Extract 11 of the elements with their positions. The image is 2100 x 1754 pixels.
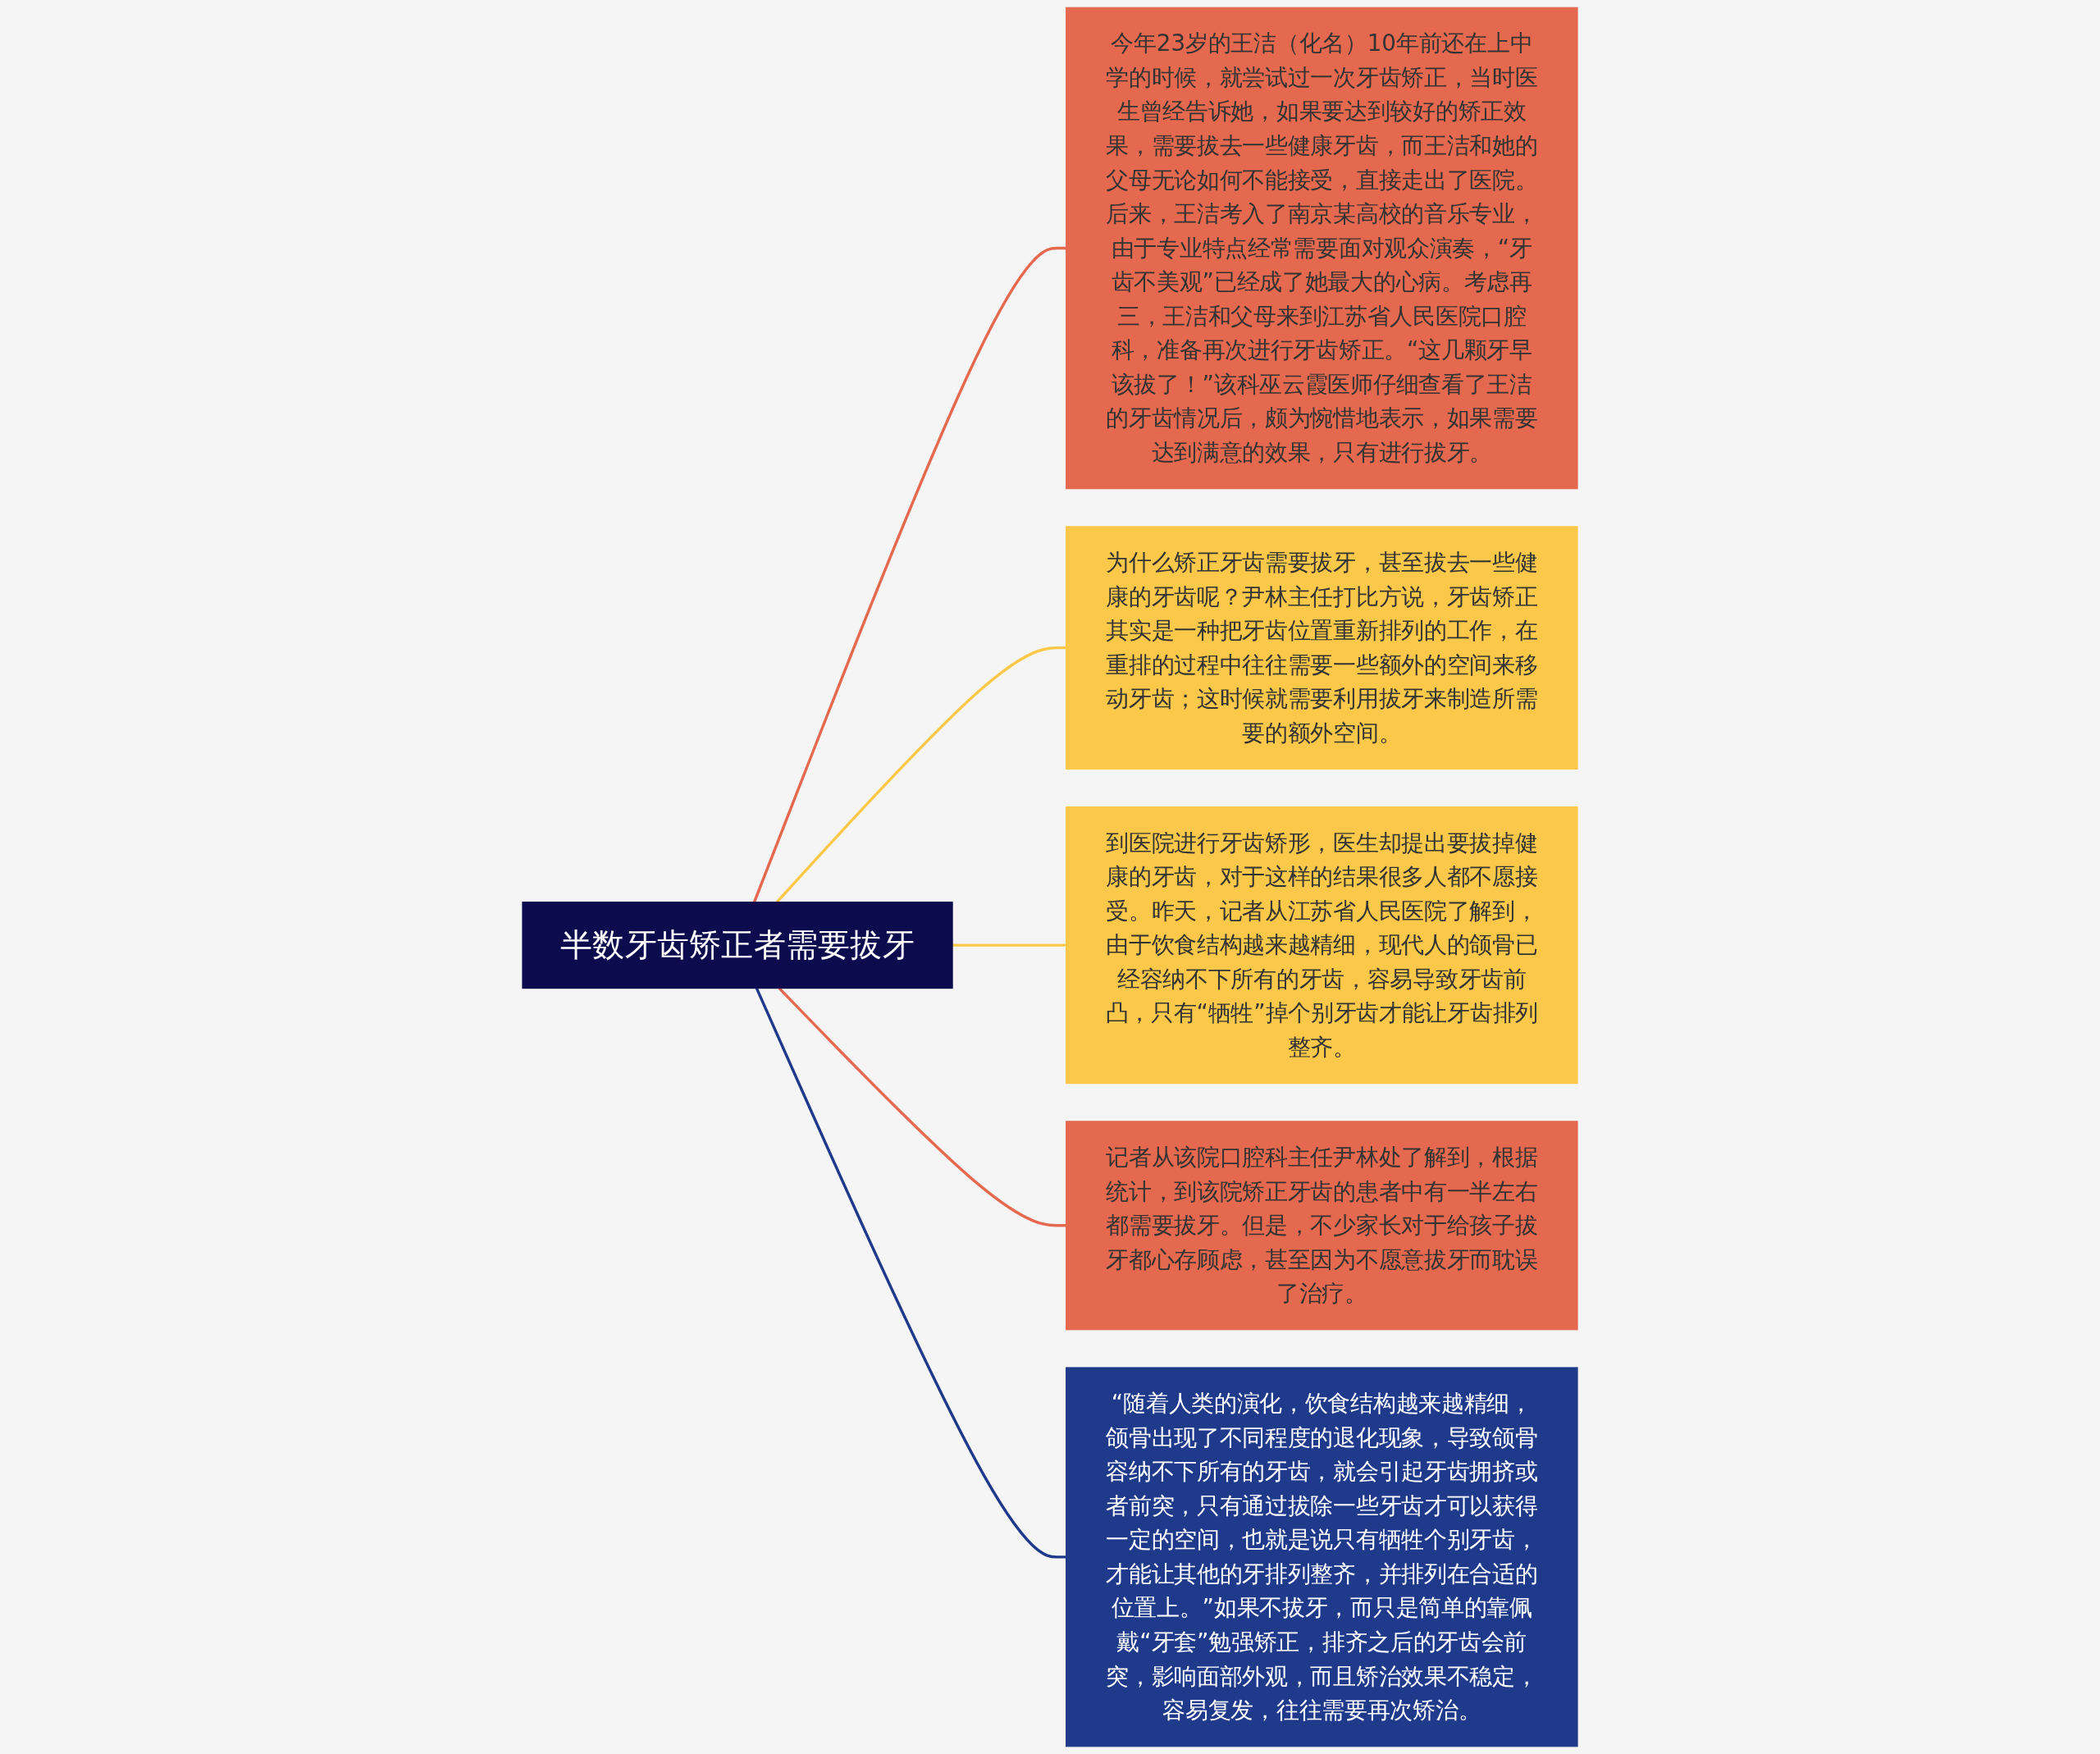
connector (778, 987, 1066, 1227)
node-box: 半数牙齿矫正者需要拔牙 (522, 902, 953, 989)
connector (775, 646, 1066, 903)
node-box: “随着人类的演化，饮食结构越来越精细，颌骨出现了不同程度的退化现象，导致颌骨容纳不下所有的牙齿，就会引起牙齿拥挤或者前突，只有通过拔除一些牙齿才可以获得一定的空间，也就是说只有牺牲个别牙齿，才能让其他的牙排列整齐，并排列在合适的位置上。”如果不拔牙，而只是简单的靠佩戴“牙套”勉强矫正，排齐之后的牙齿会前突，影响面部外观，而且矫治效果不稳定，容易复发，往往需要再次矫治。 (1066, 1367, 1578, 1747)
connector (952, 943, 1066, 947)
node-box: 到医院进行牙齿矫形，医生却提出要拔掉健康的牙齿，对于这样的结果很多人都不愿接受。昨天，记者从江苏省人民医院了解到，由于饮食结构越来越精细，现代人的颌骨已经容纳不下所有的牙齿，容易导致牙齿前凸，只有“牺牲”掉个别牙齿才能让牙齿排列整齐。 (1066, 806, 1578, 1085)
node-box: 记者从该院口腔科主任尹林处了解到，根据统计，到该院矫正牙齿的患者中有一半左右都需要拔牙。但是，不少家长对于给孩子拔牙都心存顾虑，甚至因为不愿意拔牙而耽误了治疗。 (1066, 1121, 1578, 1331)
node-box: 今年23岁的王洁（化名）10年前还在上中学的时候，就尝试过一次牙齿矫正，当时医生曾经告诉她，如果要达到较好的矫正效果，需要拔去一些健康牙齿，而王洁和她的父母无论如何不能接受，直接走出了医院。后来，王洁考入了南京某高校的音乐专业，由于专业特点经常需要面对观众演奏，“牙齿不美观”已经成了她最大的心病。考虑再三，王洁和父母来到江苏省人民医院口腔科，准备再次进行牙齿矫正。“这几颗牙早该拔了！”该科巫云霞医师仔细查看了王洁的牙齿情况后，颇为惋惜地表示，如果需要达到满意的效果，只有进行拔牙。 (1066, 7, 1578, 490)
connector (755, 987, 1066, 1559)
node-box: 为什么矫正牙齿需要拔牙，甚至拔去一些健康的牙齿呢？尹林主任打比方说，牙齿矫正其实是一种把牙齿位置重新排列的工作，在重排的过程中往往需要一些额外的空间来移动牙齿；这时候就需要利用拔牙来制造所需要的额外空间。 (1066, 526, 1578, 770)
connector (752, 246, 1066, 903)
